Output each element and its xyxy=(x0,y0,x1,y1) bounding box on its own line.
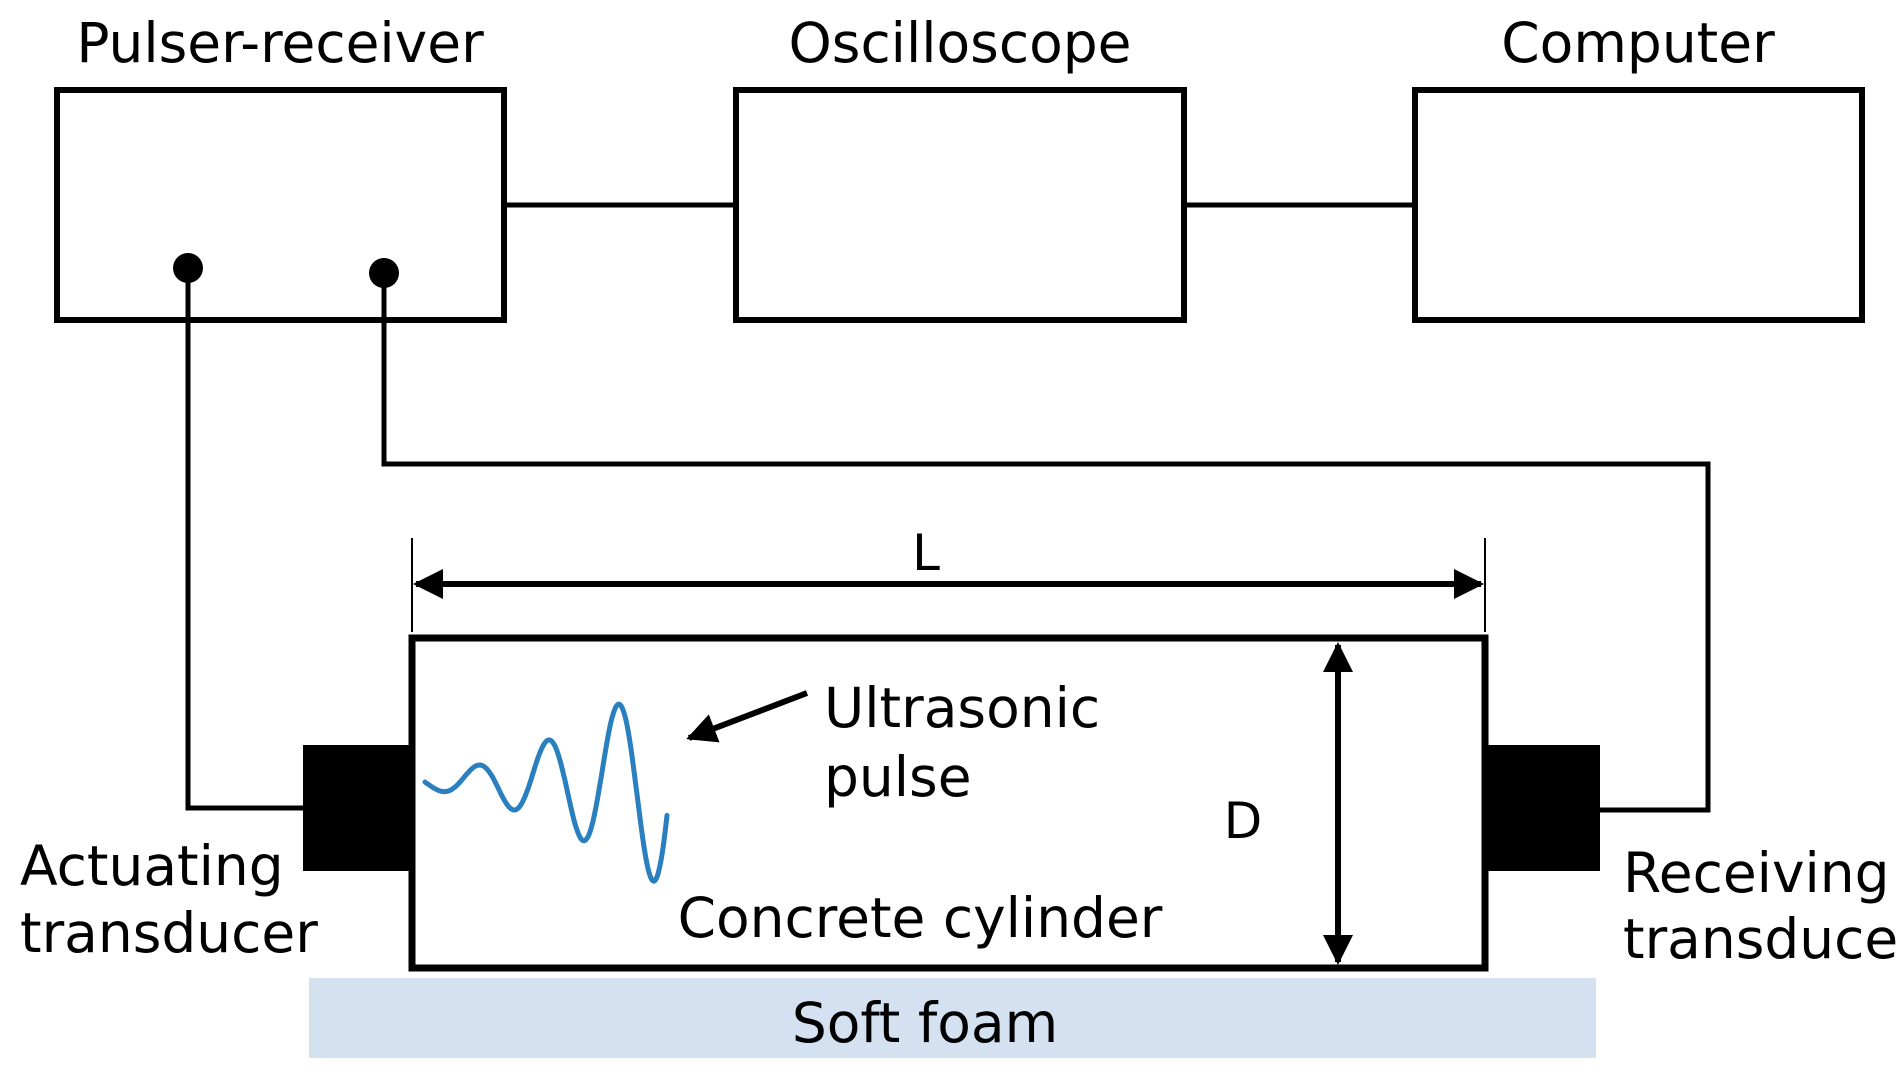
actuating-transducer xyxy=(303,745,413,871)
actuating-transducer-label-line1: Actuating xyxy=(20,834,284,898)
receiving-transducer-label-line2: transducer xyxy=(1623,907,1903,971)
ultrasonic-pulse-label-line1: Ultrasonic xyxy=(824,676,1100,740)
soft-foam-pad xyxy=(309,978,1596,1058)
computer-box xyxy=(1412,87,1865,323)
ultrasonic-pulse-label-line2: pulse xyxy=(824,745,972,809)
length-label: L xyxy=(912,524,940,582)
actuating-cable xyxy=(185,268,305,811)
receiving-cable xyxy=(381,273,1711,813)
receiving-transducer xyxy=(1485,745,1600,871)
receiving-transducer-label-line1: Receiving xyxy=(1623,841,1890,905)
oscilloscope-box xyxy=(733,87,1187,323)
diameter-label: D xyxy=(1224,792,1263,850)
computer-label: Computer xyxy=(1501,11,1775,75)
concrete-cylinder-label: Concrete cylinder xyxy=(678,886,1163,950)
pulser-receiver-box xyxy=(54,87,507,323)
soft-foam-label: Soft foam xyxy=(792,991,1058,1055)
oscilloscope-label: Oscilloscope xyxy=(789,11,1132,75)
actuating-transducer-label-line2: transducer xyxy=(20,901,318,965)
pulse-pointer-arrow xyxy=(686,690,809,743)
pulser-receiver-label: Pulser-receiver xyxy=(76,11,484,75)
ultrasonic-pulse-waveform xyxy=(422,701,670,884)
